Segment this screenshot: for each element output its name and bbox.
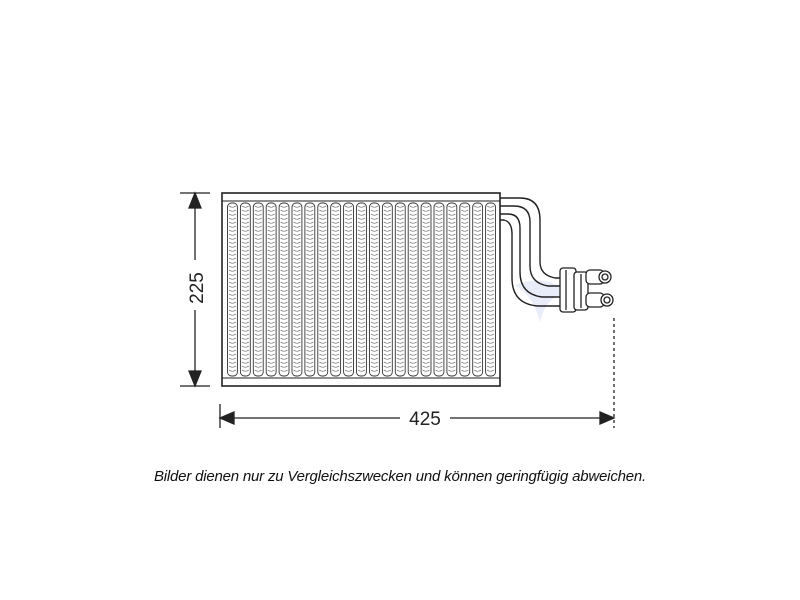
fin-wave [370,205,379,372]
fin-column [291,202,303,377]
fin-wave [461,205,469,372]
fin-column [459,202,471,377]
disclaimer-text: Bilder dienen nur zu Vergleichszwecken u… [153,468,647,485]
fin-column [278,202,290,377]
width-dimension [218,318,616,428]
fin-wave [357,205,366,372]
fin-wave [254,205,262,372]
fin-column [356,202,367,377]
fin-column [433,202,445,377]
width-value: 425 [409,409,441,430]
fin-wave [474,205,482,372]
fin-column [381,202,393,377]
pipe-connector [559,267,614,313]
fin-wave [396,205,404,372]
fin-wave [241,205,249,372]
fin-wave [409,205,417,372]
fin-wave [422,205,430,372]
fin-column [252,202,264,377]
fin-wave [332,205,340,372]
fin-column [239,202,251,377]
fin-column [407,202,419,377]
fin-column [472,202,484,377]
cooling-fins [227,202,496,377]
fin-wave [267,205,275,372]
fin-column [446,202,458,377]
fin-wave [344,205,353,372]
fin-wave [383,205,391,372]
fin-column [227,202,238,377]
fin-column [330,202,342,377]
fin-column [304,202,316,377]
fin-wave [306,205,314,372]
fin-wave [448,205,456,372]
height-dimension [180,191,210,388]
fin-column [317,202,329,377]
fin-wave [293,205,301,372]
fin-column [265,202,277,377]
refrigerant-pipes [500,197,565,307]
fin-column [394,202,406,377]
fin-column [485,202,496,377]
fin-wave [435,205,443,372]
height-value: 225 [187,272,208,304]
fin-wave [319,205,327,372]
fin-column [343,202,354,377]
fin-column [369,202,380,377]
fin-wave [280,205,288,372]
fin-wave [228,205,237,372]
fin-column [420,202,432,377]
evaporator-core [221,192,501,387]
fin-wave [486,205,495,372]
